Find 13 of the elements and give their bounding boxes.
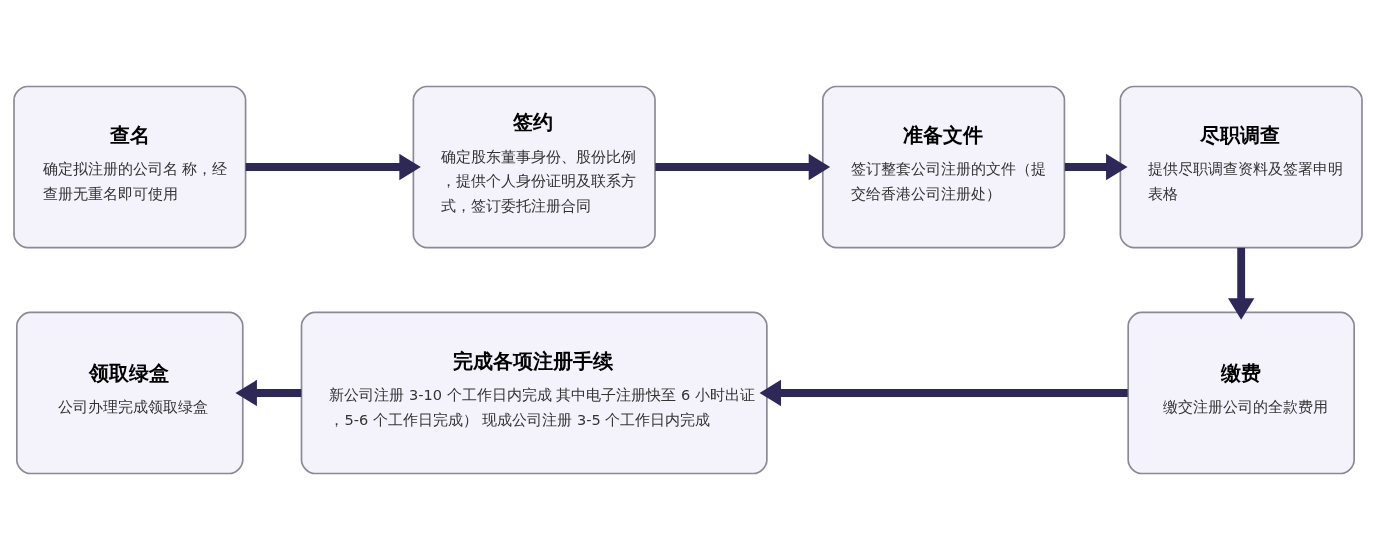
node-box: 准备文件 签订整套公司注册的文件（提交给香港公司注册处） xyxy=(821,85,1066,249)
node-box: 签约 确定股东董事身份、股份比例，提供个人身份证明及联系方式，签订委托注册合同 xyxy=(412,85,656,249)
node-box: 完成各项注册手续 新公司注册 3-10 个工作日内完成 其中电子注册快至 6 小时出证，5-6 个工作日完成） 现成公司注册 3-5 个工作日内完成 xyxy=(300,311,768,475)
arrow xyxy=(1228,247,1255,320)
arrow xyxy=(245,153,421,181)
arrow xyxy=(235,379,302,407)
arrow xyxy=(759,379,1128,407)
node-box: 查名 确定拟注册的公司名 称，经查册无重名即可使用 xyxy=(13,85,247,249)
arrow xyxy=(1064,153,1128,181)
node-box: 尽职调查 提供尽职调查资料及签署申明表格 xyxy=(1119,85,1363,249)
arrow xyxy=(655,153,831,181)
node-box: 领取绿盒 公司办理完成领取绿盒 xyxy=(15,311,244,475)
node-box: 缴费 缴交注册公司的全款费用 xyxy=(1127,311,1355,475)
